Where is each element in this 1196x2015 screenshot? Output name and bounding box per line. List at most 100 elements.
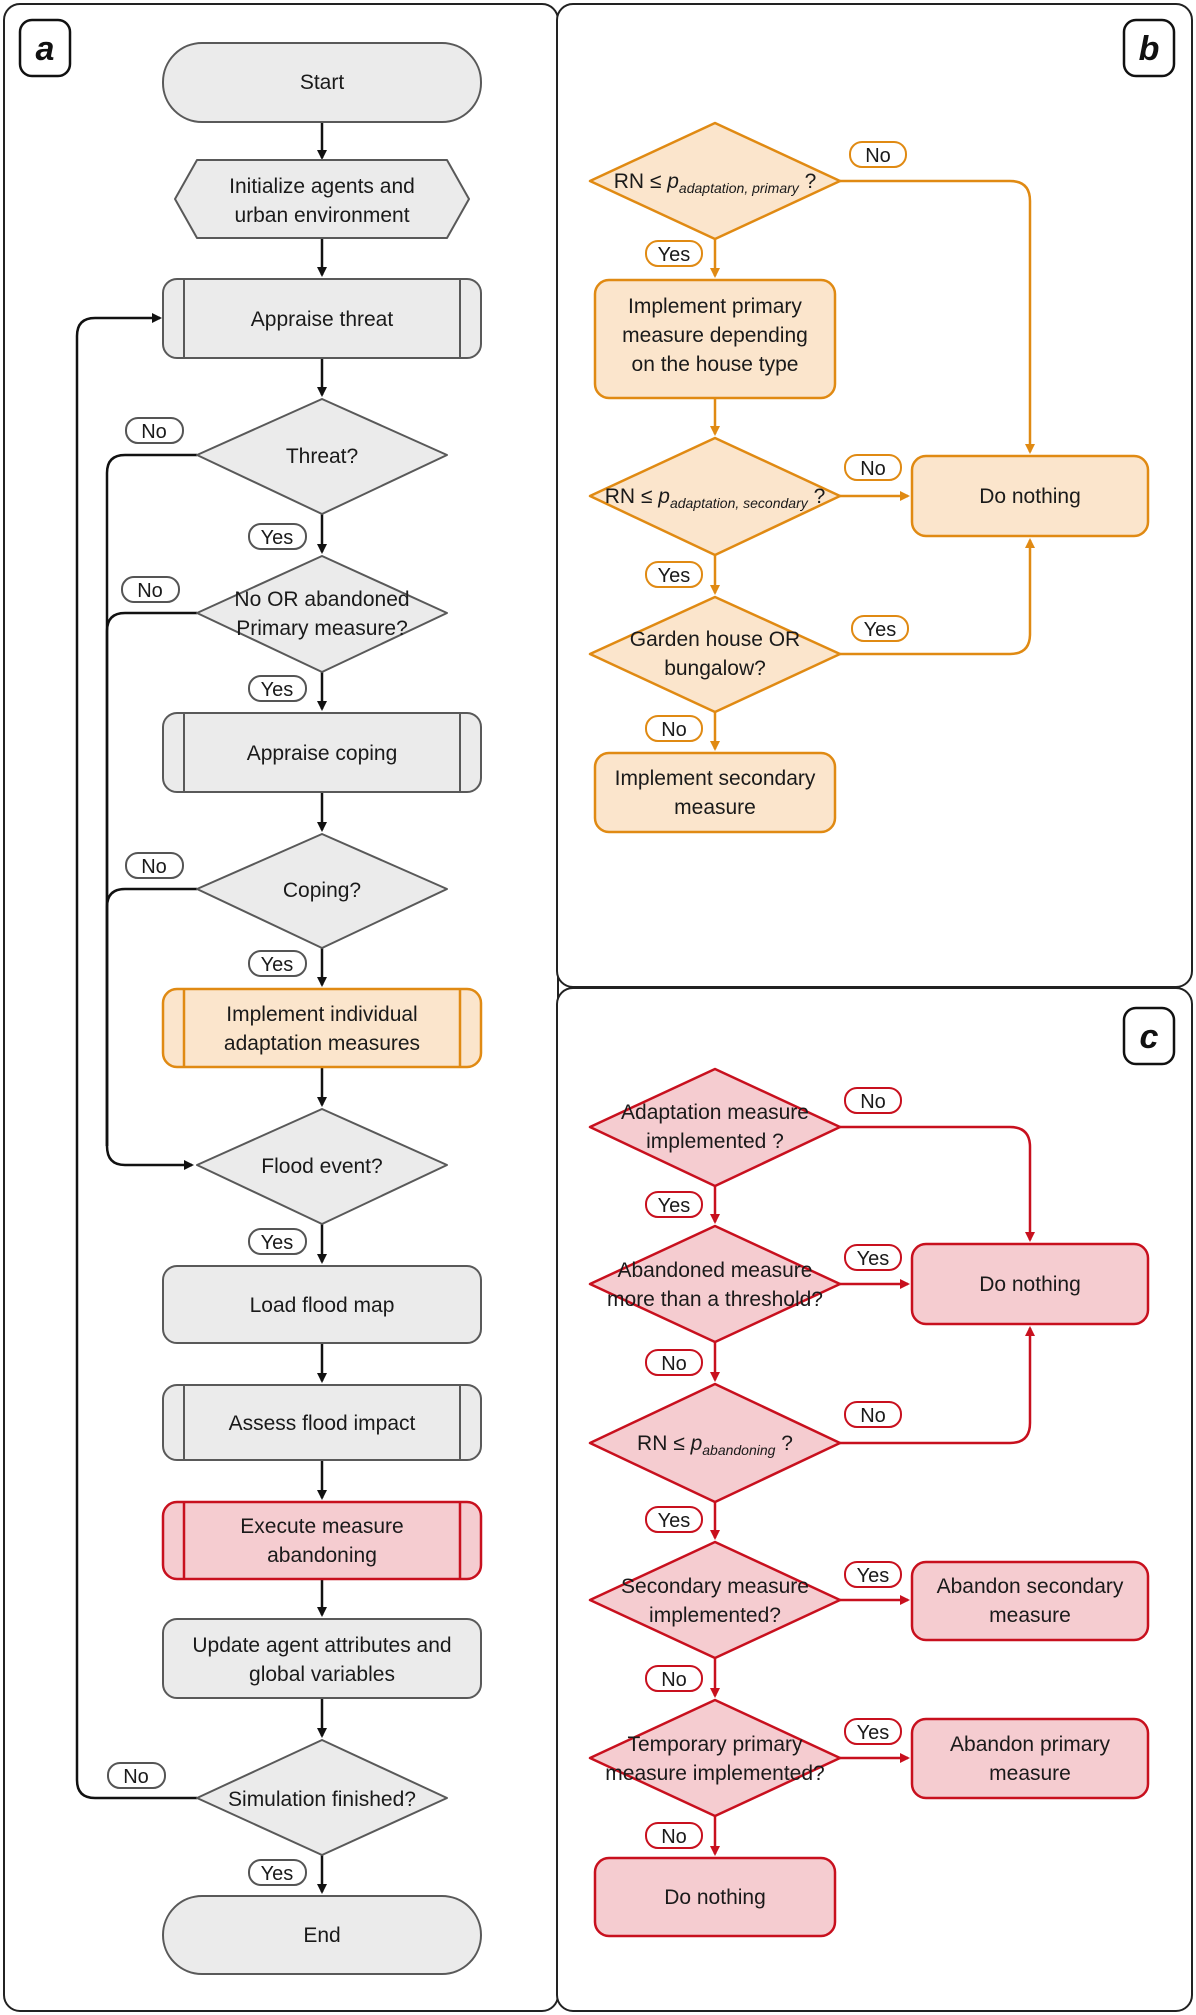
svg-text:Yes: Yes	[261, 1232, 294, 1254]
update-attributes-label-1: Update agent attributes and	[192, 1634, 451, 1657]
b-yes-q2: Yes	[645, 561, 703, 588]
b-q3-label-1: Garden house OR	[630, 628, 800, 651]
svg-text:Yes: Yes	[658, 1195, 691, 1217]
panel-b: RN ≤ padaptation, primary ? Implement pr…	[588, 121, 1150, 834]
execute-abandoning-label-1: Execute measure	[240, 1515, 403, 1538]
panel-b-badge: b	[1122, 18, 1176, 78]
implement-measures-process	[161, 987, 483, 1069]
init-preparation	[174, 159, 470, 239]
execute-abandoning-process	[161, 1500, 483, 1581]
a-no-coping: No	[125, 852, 184, 879]
a-no-threat: No	[125, 417, 184, 444]
svg-text:No: No	[137, 580, 163, 602]
b-implement-primary-label-2: measure depending	[622, 324, 808, 347]
b-q2-label: RN ≤ padaptation, secondary ?	[605, 485, 826, 511]
c-do-nothing-top-label: Do nothing	[979, 1273, 1081, 1296]
svg-text:No: No	[860, 458, 886, 480]
c-yes-q1: Yes	[645, 1191, 703, 1218]
end-label: End	[303, 1924, 340, 1947]
svg-text:a: a	[36, 30, 55, 68]
init-label-1: Initialize agents and	[229, 175, 415, 198]
svg-text:No: No	[661, 1353, 687, 1375]
c-q5-label-2: measure implemented?	[605, 1762, 824, 1785]
c-no-q3: No	[844, 1401, 902, 1428]
c-yes-q3: Yes	[645, 1506, 703, 1533]
load-flood-map-process	[162, 1265, 482, 1344]
c-abandoning-probability-decision	[588, 1382, 842, 1504]
svg-text:b: b	[1139, 30, 1160, 68]
b-q1-label: RN ≤ padaptation, primary ?	[614, 170, 817, 196]
c-do-nothing-bottom-label: Do nothing	[664, 1886, 766, 1909]
svg-text:Yes: Yes	[857, 1248, 890, 1270]
appraise-threat-label: Appraise threat	[251, 308, 394, 331]
appraise-coping-label: Appraise coping	[247, 742, 398, 765]
b-no-q3: No	[645, 715, 703, 742]
primary-measure-label-1: No OR abandoned	[234, 588, 409, 611]
flood-event-label: Flood event?	[261, 1155, 382, 1178]
start-terminal	[162, 42, 482, 123]
svg-text:No: No	[860, 1091, 886, 1113]
c-abandon-primary-label-2: measure	[989, 1762, 1071, 1785]
assess-flood-impact-label: Assess flood impact	[229, 1412, 416, 1435]
c-q4-label-2: implemented?	[649, 1604, 781, 1627]
svg-text:No: No	[123, 1766, 149, 1788]
a-yes-finished: Yes	[248, 1859, 307, 1886]
c-adaptation-implemented-decision	[588, 1067, 842, 1188]
c-yes-q4: Yes	[844, 1561, 902, 1588]
a-yes-flood: Yes	[248, 1228, 307, 1255]
c-temporary-primary-decision	[588, 1698, 842, 1818]
c-abandon-secondary-label-2: measure	[989, 1604, 1071, 1627]
b-do-nothing-label: Do nothing	[979, 485, 1081, 508]
coping-decision	[196, 833, 448, 949]
svg-text:Yes: Yes	[261, 527, 294, 549]
b-q3-label-2: bungalow?	[664, 657, 766, 680]
svg-text:Yes: Yes	[658, 1510, 691, 1532]
appraise-threat-process	[162, 278, 482, 359]
c-q2-label-2: more than a threshold?	[607, 1288, 823, 1311]
b-implement-primary-label-1: Implement primary	[628, 295, 802, 318]
panel-c: Adaptation measure implemented ? Abandon…	[588, 1067, 1150, 1938]
svg-text:No: No	[661, 1669, 687, 1691]
svg-text:No: No	[865, 145, 891, 167]
c-do-nothing-top	[910, 1242, 1150, 1326]
svg-text:Yes: Yes	[261, 1863, 294, 1885]
panel-c-badge: c	[1122, 1006, 1176, 1066]
c-abandon-secondary	[910, 1560, 1150, 1642]
end-terminal	[162, 1895, 482, 1975]
b-garden-house-decision	[588, 595, 842, 714]
svg-text:Yes: Yes	[261, 954, 294, 976]
c-no-q2: No	[645, 1349, 703, 1376]
b-yes-q3: Yes	[851, 615, 909, 642]
flood-event-decision	[196, 1108, 448, 1225]
c-do-nothing-bottom	[593, 1856, 837, 1938]
c-abandoned-threshold-decision	[588, 1224, 842, 1344]
c-no-q4: No	[645, 1665, 703, 1692]
svg-text:Yes: Yes	[658, 244, 691, 266]
svg-text:No: No	[141, 856, 167, 878]
svg-text:Yes: Yes	[864, 619, 897, 641]
svg-text:No: No	[661, 719, 687, 741]
c-abandon-primary	[910, 1717, 1150, 1800]
start-label: Start	[300, 71, 345, 94]
primary-measure-label-2: Primary measure?	[236, 617, 408, 640]
a-yes-primary: Yes	[248, 675, 307, 702]
c-yes-q2: Yes	[844, 1244, 902, 1271]
execute-abandoning-label-2: abandoning	[267, 1544, 377, 1567]
c-yes-q5: Yes	[844, 1718, 902, 1745]
a-yes-coping: Yes	[248, 950, 307, 977]
b-implement-primary-label-3: on the house type	[632, 353, 799, 376]
b-implement-secondary-label-1: Implement secondary	[615, 767, 816, 790]
panel-a-badge: a	[18, 18, 72, 78]
b-no-q1: No	[849, 141, 907, 168]
svg-text:Yes: Yes	[261, 679, 294, 701]
b-adaptation-primary-decision	[588, 121, 842, 241]
c-q1-label-1: Adaptation measure	[621, 1101, 809, 1124]
b-yes-q1: Yes	[645, 240, 703, 267]
simulation-finished-label: Simulation finished?	[228, 1788, 416, 1811]
b-adaptation-secondary-decision	[588, 436, 842, 557]
c-abandon-primary-label-1: Abandon primary	[950, 1733, 1110, 1756]
svg-text:Yes: Yes	[658, 565, 691, 587]
b-implement-secondary	[593, 751, 837, 834]
svg-text:No: No	[860, 1405, 886, 1427]
